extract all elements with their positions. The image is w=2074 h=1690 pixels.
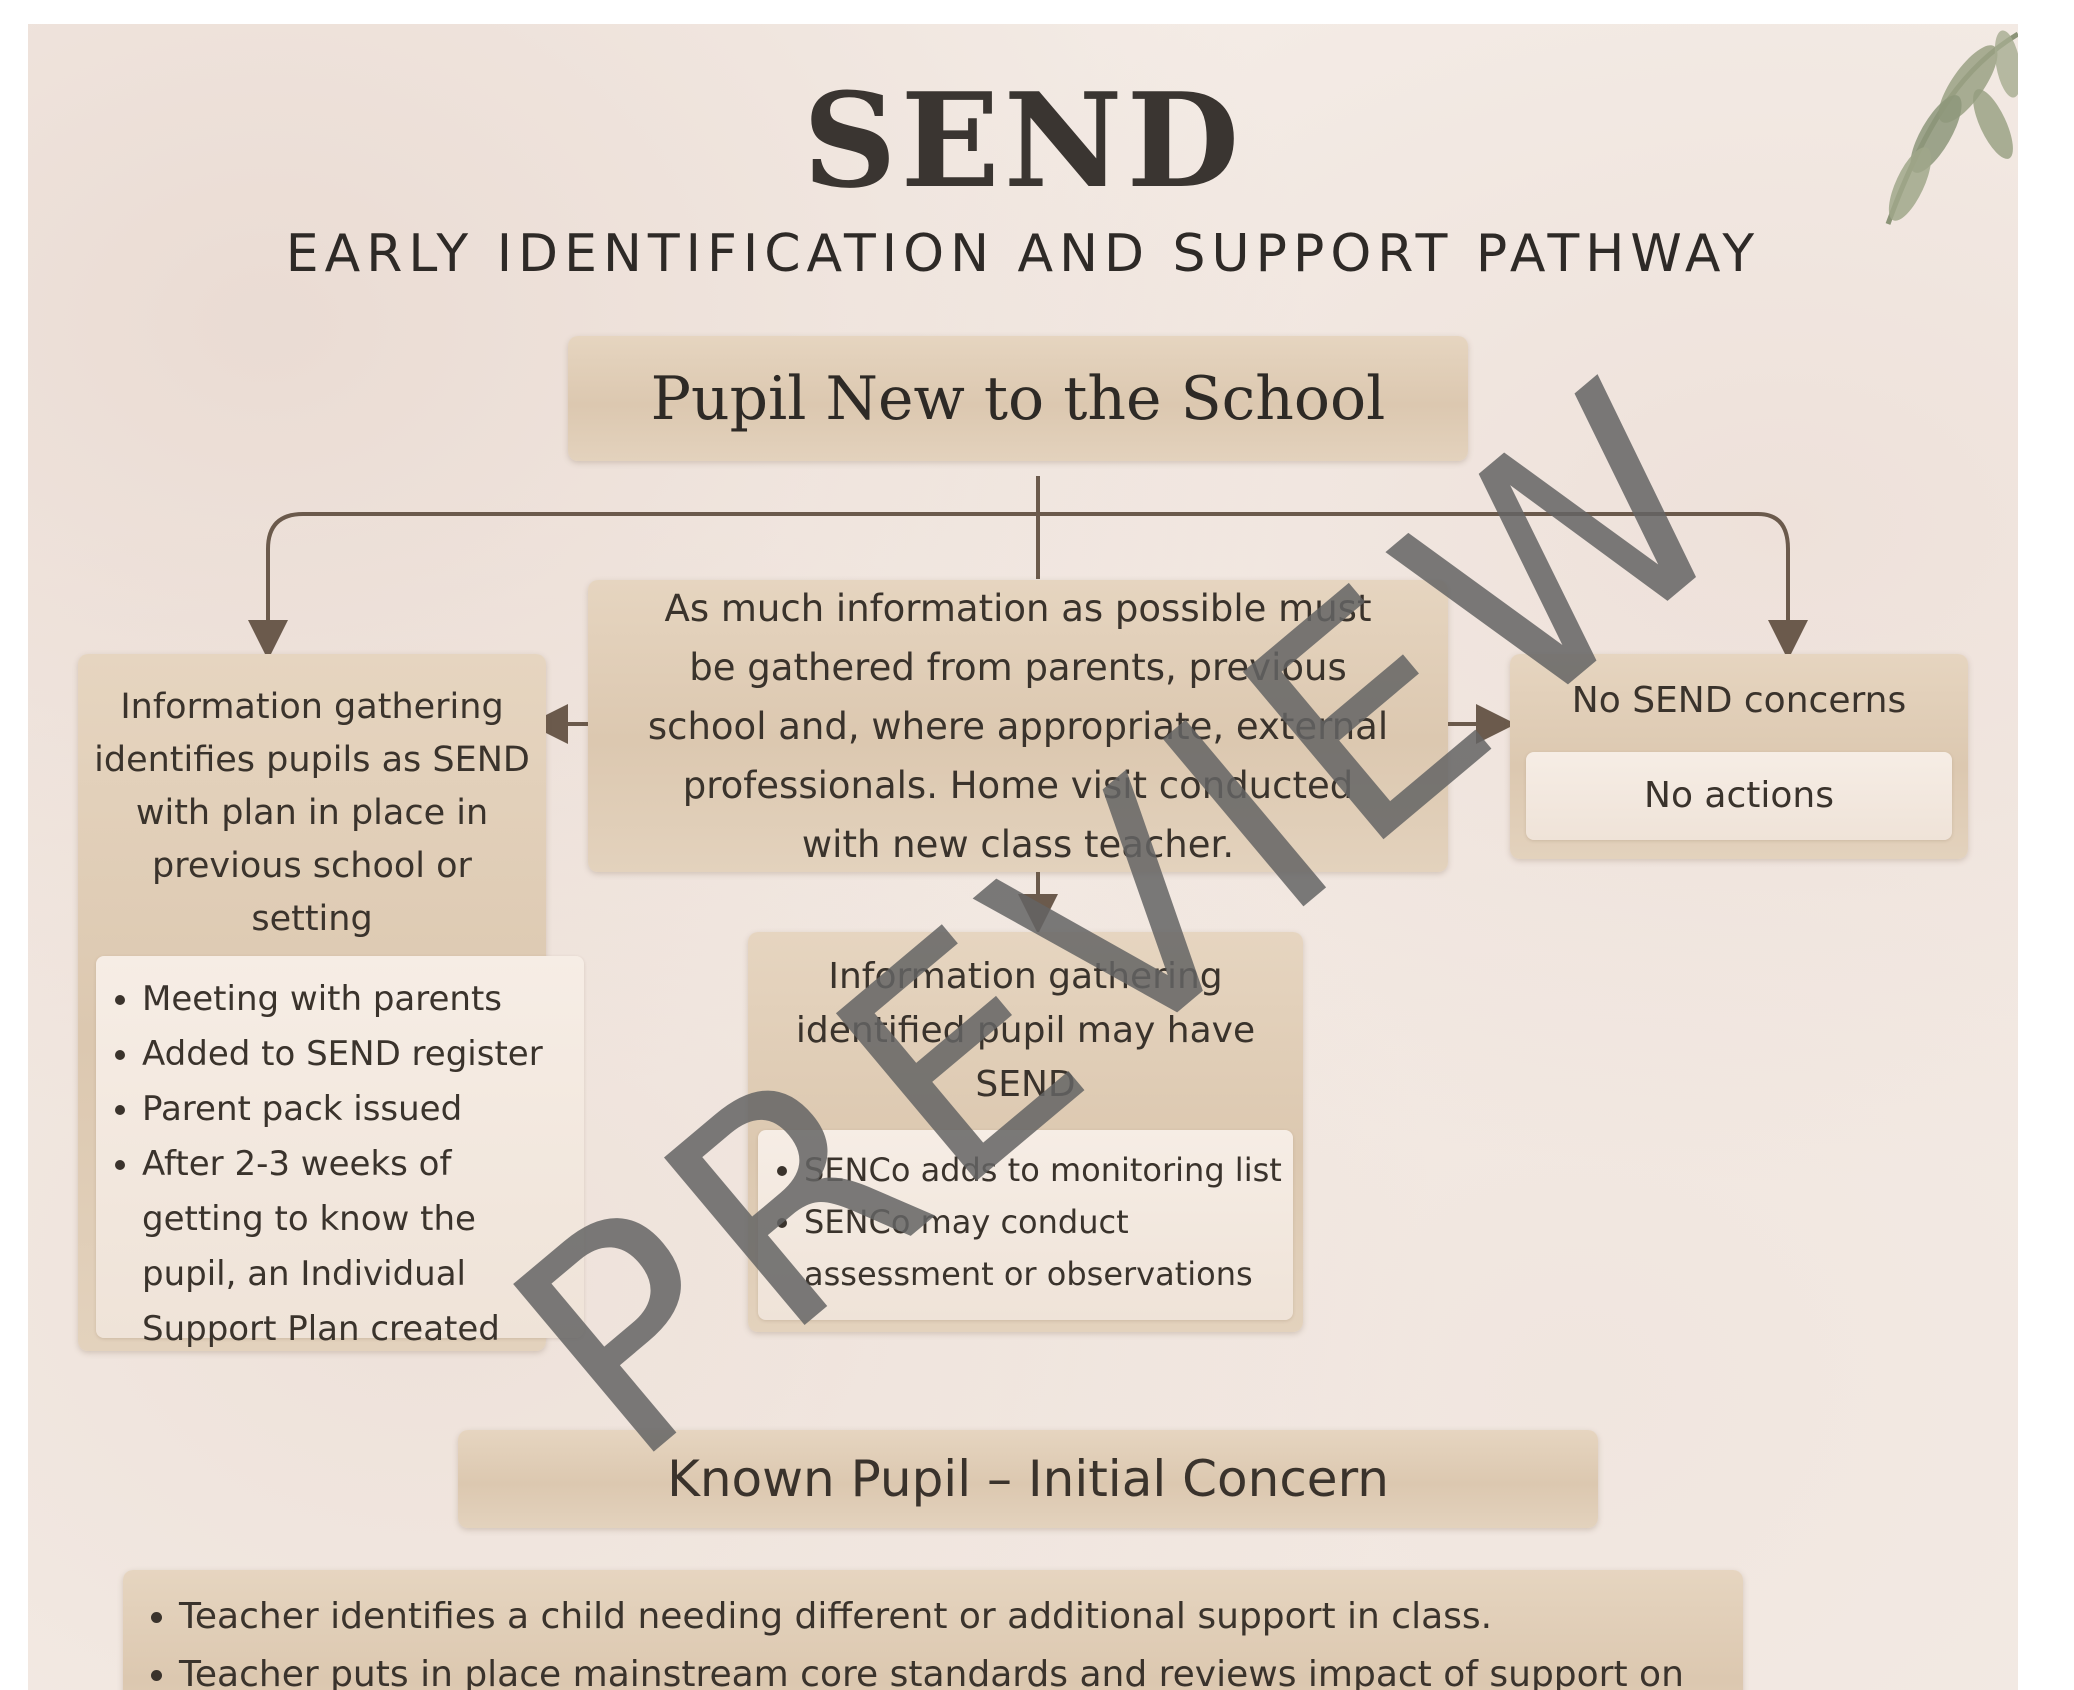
action-item: SENCo adds to monitoring list: [804, 1144, 1283, 1196]
leaf-decoration-icon: [1885, 30, 2018, 225]
send-with-plan-label: Information gathering identifies pupils …: [94, 686, 530, 939]
may-have-send-action-list: SENCo adds to monitoring list SENCo may …: [758, 1144, 1283, 1300]
action-item: Teacher puts in place mainstream core st…: [179, 1646, 1723, 1690]
send-with-plan-action-list: Meeting with parents Added to SEND regis…: [96, 972, 574, 1357]
start-node: Pupil New to the School: [568, 336, 1468, 461]
send-with-plan-node: Information gathering identifies pupils …: [78, 654, 584, 1351]
known-pupil-action-list: Teacher identifies a child needing diffe…: [133, 1588, 1723, 1690]
information-gathering-node: As much information as possible must be …: [588, 580, 1448, 872]
no-actions-box: No actions: [1526, 752, 1952, 840]
action-item: Teacher identifies a child needing diffe…: [179, 1588, 1723, 1646]
flow-connectors: [248, 476, 1808, 934]
action-item: Added to SEND register: [142, 1027, 574, 1082]
action-item: Parent pack issued: [142, 1082, 574, 1137]
page-subtitle: EARLY IDENTIFICATION AND SUPPORT PATHWAY: [285, 224, 1761, 284]
action-item: SENCo may conduct assessment or observat…: [804, 1196, 1283, 1300]
send-with-plan-actions: Meeting with parents Added to SEND regis…: [96, 956, 584, 1349]
poster: SEND EARLY IDENTIFICATION AND SUPPORT PA…: [28, 24, 2018, 1690]
known-pupil-heading: Known Pupil – Initial Concern: [458, 1430, 1598, 1528]
no-send-concerns-node: No SEND concerns No actions: [1510, 654, 1968, 859]
may-have-send-node: Information gathering identified pupil m…: [748, 932, 1303, 1332]
page-title: SEND: [802, 64, 1244, 217]
action-item: After 2-3 weeks of getting to know the p…: [142, 1137, 574, 1357]
action-item: Meeting with parents: [142, 972, 574, 1027]
may-have-send-label: Information gathering identified pupil m…: [795, 956, 1256, 1105]
no-send-concerns-label: No SEND concerns: [1571, 680, 1907, 721]
may-have-send-actions: SENCo adds to monitoring list SENCo may …: [758, 1130, 1293, 1320]
known-pupil-actions: Teacher identifies a child needing diffe…: [123, 1570, 1743, 1690]
